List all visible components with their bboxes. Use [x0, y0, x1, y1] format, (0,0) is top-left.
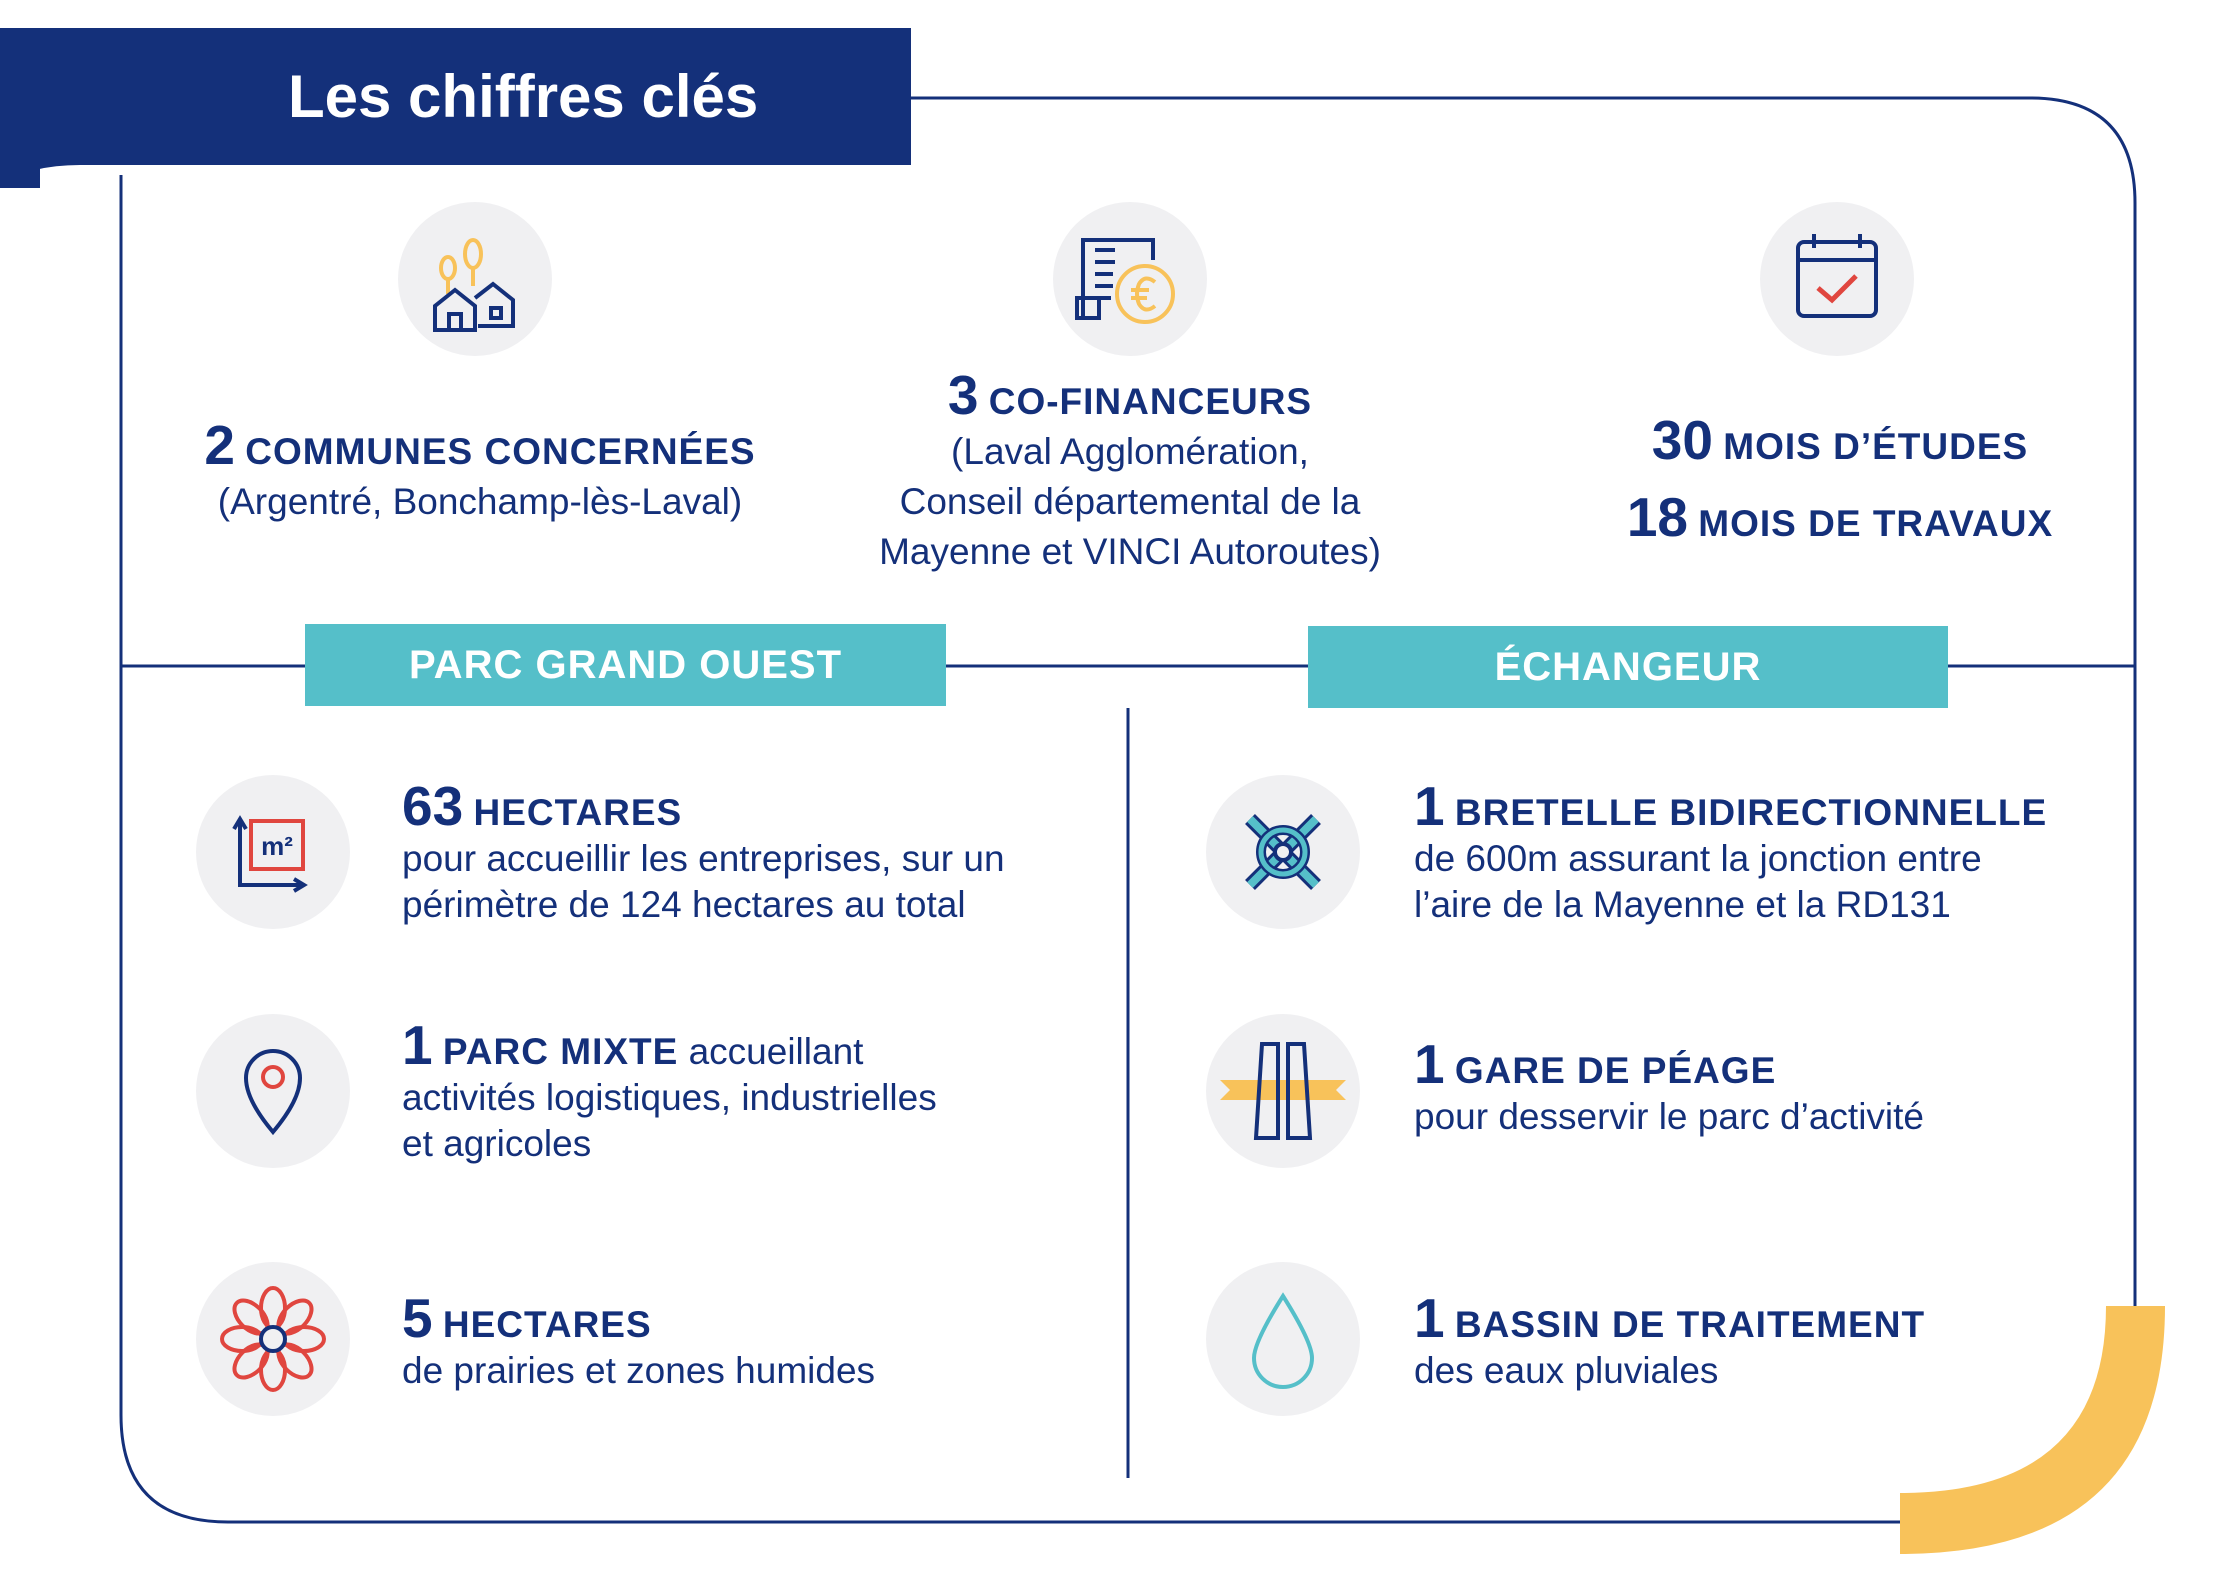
list-item-parc-mixte: 1 PARC MIXTE accueillant activités logis…	[402, 1014, 937, 1164]
toll-gate-icon	[1206, 1014, 1360, 1168]
list-item-peage: 1 GARE DE PÉAGE pour desservir le parc d…	[1414, 1033, 1924, 1137]
section-title-echangeur: ÉCHANGEUR	[1308, 626, 1948, 708]
section-title-parc: PARC GRAND OUEST	[305, 624, 946, 706]
page-title: Les chiffres clés	[288, 63, 759, 130]
stat-cofinanceurs: 3 CO-FINANCEURS (Laval Agglomération, Co…	[879, 364, 1381, 573]
flower-icon	[196, 1262, 350, 1416]
square-meter-icon: m²	[196, 775, 350, 929]
list-item-bassin: 1 BASSIN DE TRAITEMENT des eaux pluviale…	[1414, 1287, 1926, 1391]
interchange-icon	[1206, 775, 1360, 929]
stat-communes: 2 COMMUNES CONCERNÉES (Argentré, Boncham…	[204, 414, 756, 523]
list-item-bretelle: 1 BRETELLE BIDIRECTIONNELLE de 600m assu…	[1414, 775, 2048, 925]
list-item-hectares: 63 HECTARES pour accueillir les entrepri…	[402, 775, 1005, 925]
buildings-euro-icon	[1053, 202, 1207, 356]
svg-text:m²: m²	[261, 831, 293, 861]
corner-accent	[1900, 1306, 2165, 1554]
title-banner	[0, 28, 911, 165]
water-drop-icon	[1206, 1262, 1360, 1416]
calendar-check-icon	[1760, 202, 1914, 356]
list-item-prairies: 5 HECTARES de prairies et zones humides	[402, 1287, 876, 1391]
stat-duree: 30 MOIS D’ÉTUDES 18 MOIS DE TRAVAUX	[1626, 409, 2054, 548]
map-pin-icon	[196, 1014, 350, 1168]
houses-trees-icon	[398, 202, 552, 356]
